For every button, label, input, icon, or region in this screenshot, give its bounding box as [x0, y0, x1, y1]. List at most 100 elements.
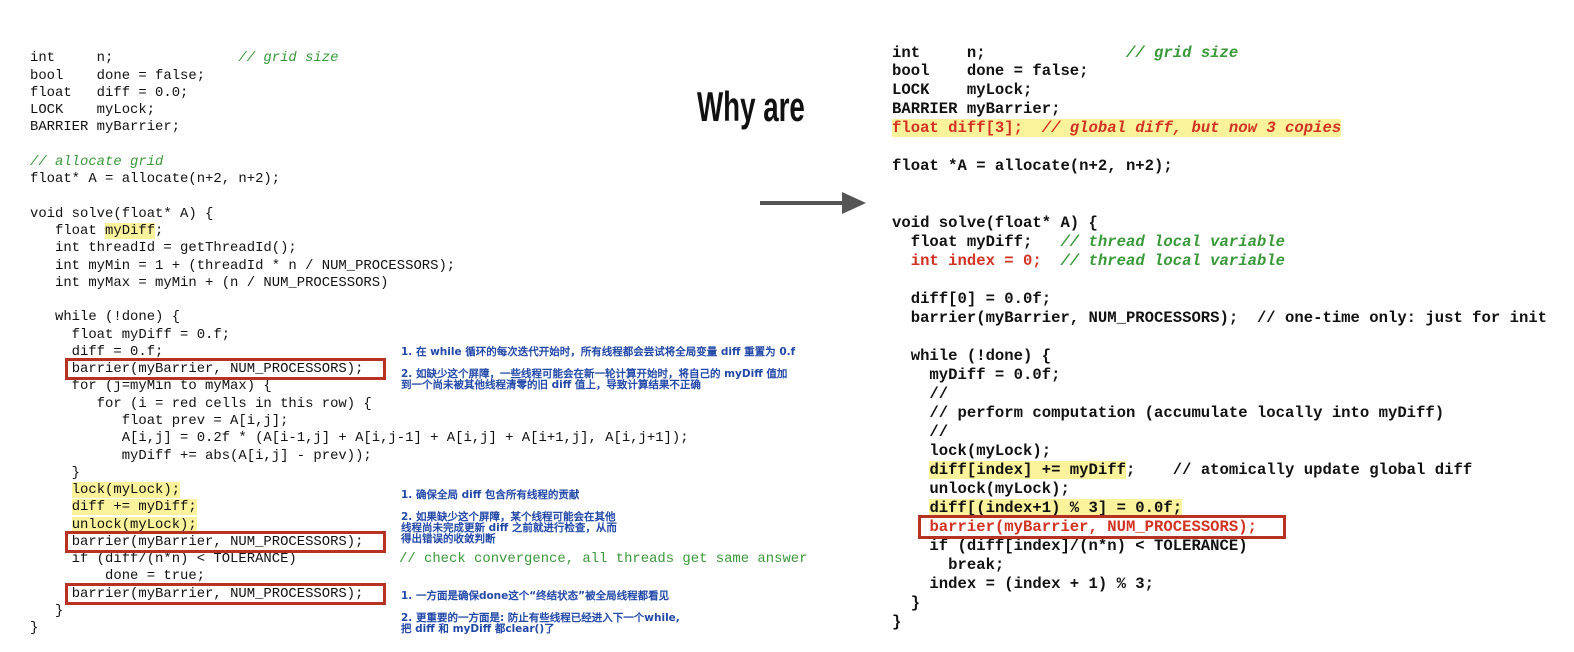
code-line: // allocate grid	[30, 154, 689, 171]
code-line: diff[0] = 0.0f;	[892, 290, 1052, 309]
annotation-line: 1. 一方面是确保done这个“终结状态”被全局线程都看见	[401, 589, 670, 602]
highlighted-code: float diff[3];	[892, 119, 1042, 138]
code-line: bool done = false;	[892, 62, 1089, 81]
code-line: }	[30, 620, 39, 637]
code-line: }	[892, 612, 902, 631]
code-comment: // allocate grid	[30, 153, 164, 170]
code-line: float* A = allocate(n+2, n+2);	[30, 171, 281, 188]
annotation-line: 到一个尚未被其他线程清零的旧 diff 值上，导致计算结果不正确	[401, 379, 701, 391]
code-line: for (j=myMin to myMax) {	[30, 378, 272, 395]
annotation-line: 2. 更重要的一方面是: 防止有些线程已经进入下一个while,	[401, 612, 680, 624]
code-text	[892, 252, 911, 270]
code-line: //	[892, 422, 949, 441]
code-text	[30, 517, 72, 533]
code-text: ; // atomically update global diff	[1125, 460, 1473, 479]
code-line: bool done = false;	[30, 67, 206, 84]
annotation-item: 2. 如缺少这个屏障，一些线程可能会在新一轮计算开始时，将自己的 myDiff …	[401, 369, 795, 391]
code-line: unlock(myLock);	[892, 479, 1070, 498]
code-text	[30, 499, 72, 515]
code-line: }	[30, 464, 81, 481]
code-line: barrier(myBarrier, NUM_PROCESSORS);	[892, 518, 1547, 537]
code-line: diff = 0.f;	[30, 343, 164, 360]
code-text: int n;	[30, 50, 239, 67]
code-line: }	[892, 593, 921, 612]
highlighted-code: myDiff	[105, 223, 156, 240]
code-line: float prev = A[i,j];	[30, 412, 289, 429]
code-text	[892, 518, 929, 536]
code-line: float myDiff;	[30, 223, 689, 240]
code-line: float *A = allocate(n+2, n+2);	[892, 157, 1173, 176]
code-line: myDiff = 0.0f;	[892, 365, 1061, 384]
annotation-second-barrier: 1. 确保全局 diff 包含所有线程的贡献 2. 如果缺少这个屏障，某个线程可…	[401, 488, 617, 546]
code-line: void solve(float* A) {	[30, 205, 214, 222]
code-line	[892, 328, 1547, 347]
revised-code-listing: int n; // grid size bool done = false;LOC…	[892, 44, 1547, 632]
code-line: barrier(myBarrier, NUM_PROCESSORS); // o…	[892, 309, 1548, 328]
boxed-barrier-call: barrier(myBarrier, NUM_PROCESSORS);	[71, 533, 364, 550]
right-arrow-icon	[760, 192, 866, 214]
annotation-line: 1. 确保全局 diff 包含所有线程的贡献	[401, 488, 580, 501]
code-line: barrier(myBarrier, NUM_PROCESSORS);	[30, 361, 689, 378]
code-line: lock(myLock);	[30, 482, 689, 499]
highlighted-code: diff[index] += myDiff	[929, 460, 1126, 479]
highlighted-code: lock(myLock);	[71, 482, 181, 499]
code-text	[892, 461, 929, 479]
code-line	[892, 195, 1547, 214]
annotation-line: 把 diff 和 myDiff 都clear()了	[401, 623, 555, 635]
code-line: //	[892, 384, 949, 403]
highlighted-code: // global diff, but now 3 copies	[1041, 119, 1342, 138]
highlighted-code: unlock(myLock);	[71, 516, 197, 533]
code-line: myDiff += abs(A[i,j] - prev));	[30, 447, 372, 464]
boxed-barrier-call: barrier(myBarrier, NUM_PROCESSORS);	[71, 361, 364, 378]
code-line: A[i,j] = 0.2f * (A[i-1,j] + A[i,j-1] + A…	[30, 430, 689, 447]
code-text: float myDiff;	[892, 233, 1061, 252]
code-text	[892, 499, 929, 517]
annotation-line: 2. 如果缺少这个屏障，某个线程可能会在其他	[401, 511, 616, 523]
code-line: barrier(myBarrier, NUM_PROCESSORS);	[30, 534, 689, 551]
code-text: int n;	[892, 43, 1126, 62]
code-text	[1042, 252, 1061, 270]
code-line: int threadId = getThreadId();	[30, 240, 297, 257]
annotation-item: 1. 在 while 循环的每次迭代开始时，所有线程都会尝试将全局变量 diff…	[401, 345, 796, 358]
code-text	[30, 534, 72, 550]
annotation-line: 线程尚未完成更新 diff 之前就进行检查，从而	[401, 522, 617, 534]
code-line: int myMax = myMin + (n / NUM_PROCESSORS)	[30, 274, 389, 291]
annotation-line: 1. 在 while 循环的每次迭代开始时，所有线程都会尝试将全局变量 diff…	[401, 345, 796, 358]
slide-title: Why are	[697, 83, 805, 130]
code-text: ;	[155, 223, 164, 240]
code-line: if (diff[index]/(n*n) < TOLERANCE)	[892, 536, 1248, 555]
code-text: int index = 0;	[910, 252, 1042, 271]
code-text	[30, 361, 72, 377]
code-line: lock(myLock);	[892, 441, 1052, 460]
annotation-line: 得出错误的收敛判断	[401, 533, 496, 545]
annotation-line: 2. 如缺少这个屏障，一些线程可能会在新一轮计算开始时，将自己的 myDiff …	[401, 368, 788, 380]
code-text	[30, 586, 72, 602]
code-line	[892, 176, 1547, 195]
code-line: diff[(index+1) % 3] = 0.0f;	[892, 498, 1547, 518]
code-line: done = true;	[30, 568, 206, 585]
annotation-item: 2. 更重要的一方面是: 防止有些线程已经进入下一个while, 把 diff …	[401, 613, 680, 635]
code-line: float diff = 0.0;	[30, 84, 189, 101]
code-line	[30, 137, 689, 154]
code-line: LOCK myLock;	[892, 81, 1033, 100]
code-line: barrier(myBarrier, NUM_PROCESSORS);	[30, 586, 689, 603]
annotation-item: 2. 如果缺少这个屏障，某个线程可能会在其他 线程尚未完成更新 diff 之前就…	[401, 512, 617, 545]
highlighted-code: diff += myDiff;	[71, 499, 197, 516]
code-comment: // thread local variable	[1060, 252, 1286, 271]
code-comment: // grid size	[1125, 43, 1239, 62]
code-line: LOCK myLock;	[30, 102, 156, 119]
code-comment: // grid size	[238, 50, 339, 67]
code-line	[892, 271, 1547, 290]
boxed-barrier-call: barrier(myBarrier, NUM_PROCESSORS);	[71, 585, 364, 602]
boxed-barrier-call: barrier(myBarrier, NUM_PROCESSORS);	[929, 517, 1257, 536]
code-line: }	[30, 602, 64, 619]
code-line: float myDiff; // thread local variable	[892, 233, 1547, 252]
code-line: diff[index] += myDiff; // atomically upd…	[892, 460, 1547, 480]
highlighted-code: diff[(index+1) % 3] = 0.0f;	[929, 498, 1183, 517]
code-line: if (diff/(n*n) < TOLERANCE)	[30, 551, 297, 568]
code-line: diff += myDiff;	[30, 499, 689, 516]
code-line: while (!done) {	[30, 309, 181, 326]
code-text	[30, 482, 72, 498]
code-comment: // thread local variable	[1060, 233, 1286, 252]
